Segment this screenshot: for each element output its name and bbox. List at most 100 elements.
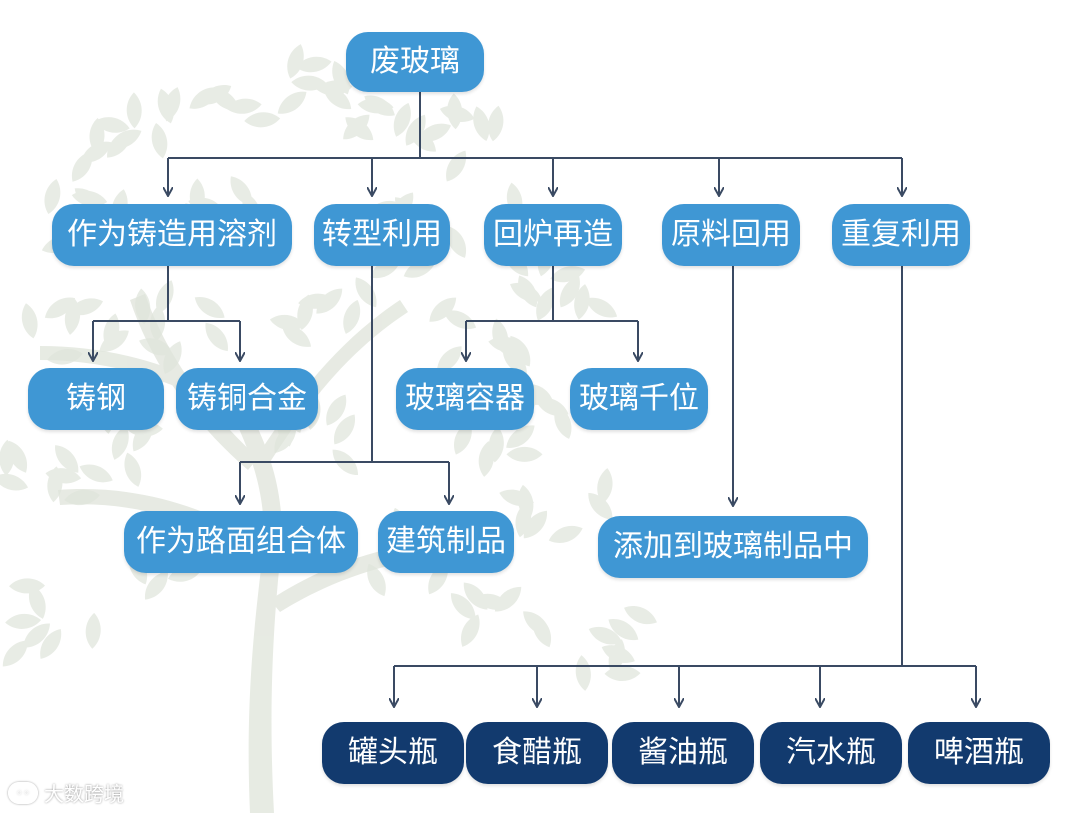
leaf-shape bbox=[559, 276, 580, 308]
node-beer-bottle: 啤酒瓶 bbox=[908, 722, 1050, 784]
leaf-shape bbox=[79, 464, 113, 483]
leaf-shape bbox=[5, 613, 42, 629]
leaf-shape bbox=[624, 606, 657, 625]
leaf-shape bbox=[439, 105, 475, 122]
leaf-shape bbox=[145, 571, 168, 600]
leaf-shape bbox=[28, 584, 46, 619]
leaf-shape bbox=[585, 297, 618, 318]
leaf-shape bbox=[135, 288, 151, 325]
node-cast-copper-alloy: 铸铜合金 bbox=[176, 368, 318, 430]
leaf-shape bbox=[151, 123, 168, 159]
leaf-shape bbox=[443, 310, 477, 329]
leaf-shape bbox=[574, 284, 590, 320]
leaf-shape bbox=[345, 117, 374, 141]
leaf-shape bbox=[23, 623, 50, 648]
leaf-shape bbox=[536, 287, 555, 321]
leaf-shape bbox=[85, 612, 101, 649]
leaf-shape bbox=[156, 280, 174, 314]
leaf-shape bbox=[417, 123, 451, 142]
leaf-shape bbox=[515, 501, 532, 538]
leaf-shape bbox=[296, 56, 332, 73]
leaf-shape bbox=[461, 614, 480, 647]
leaf-shape bbox=[81, 141, 112, 163]
node-branch-casting-flux: 作为铸造用溶剂 bbox=[52, 204, 292, 266]
leaf-shape bbox=[588, 492, 613, 520]
node-root: 废玻璃 bbox=[346, 32, 484, 92]
leaf-shape bbox=[326, 394, 347, 426]
leaf-shape bbox=[332, 61, 350, 95]
leaf-shape bbox=[9, 578, 45, 594]
leaf-shape bbox=[506, 425, 535, 448]
node-glass-container: 玻璃容器 bbox=[396, 368, 534, 430]
node-cast-steel: 铸钢 bbox=[28, 368, 164, 430]
node-soy-sauce-bottle: 酱油瓶 bbox=[612, 722, 754, 784]
leaf-shape bbox=[8, 440, 27, 473]
leaf-shape bbox=[269, 314, 306, 331]
leaf-shape bbox=[473, 106, 490, 142]
leaf-shape bbox=[94, 117, 130, 133]
leaf-shape bbox=[287, 44, 304, 79]
leaf-shape bbox=[523, 510, 547, 539]
leaf-shape bbox=[111, 425, 129, 460]
leaf-shape bbox=[608, 619, 639, 641]
leaf-shape bbox=[47, 349, 83, 365]
node-building-products: 建筑制品 bbox=[378, 511, 514, 573]
leaf-shape bbox=[44, 297, 76, 319]
leaf-shape bbox=[277, 91, 307, 114]
leaf-shape bbox=[126, 92, 142, 129]
leaf-shape bbox=[103, 313, 120, 349]
node-soda-bottle: 汽水瓶 bbox=[760, 722, 902, 784]
leaf-shape bbox=[535, 397, 569, 416]
leaf-shape bbox=[274, 423, 297, 453]
leaf-shape bbox=[44, 178, 61, 215]
leaf-shape bbox=[55, 445, 79, 473]
leaf-shape bbox=[502, 348, 527, 375]
leaf-shape bbox=[21, 303, 38, 339]
leaf-shape bbox=[244, 112, 281, 128]
leaf-shape bbox=[506, 446, 543, 462]
leaf-shape bbox=[210, 88, 240, 111]
leaf-shape bbox=[548, 525, 583, 543]
leaf-shape bbox=[194, 296, 225, 319]
leaf-shape bbox=[450, 593, 476, 620]
leaf-shape bbox=[333, 414, 356, 445]
node-glass-item: 玻璃千位 bbox=[570, 368, 708, 430]
watermark-text: 大数跨境 bbox=[44, 782, 124, 806]
leaf-shape bbox=[163, 87, 181, 122]
leaf-shape bbox=[124, 452, 142, 487]
leaf-shape bbox=[523, 611, 550, 636]
leaf-shape bbox=[64, 489, 100, 506]
leaf-shape bbox=[343, 299, 361, 334]
leaf-shape bbox=[518, 275, 538, 308]
leaf-shape bbox=[447, 226, 466, 258]
node-vinegar-bottle: 食醋瓶 bbox=[466, 722, 608, 784]
leaf-shape bbox=[488, 426, 504, 463]
leaf-shape bbox=[588, 626, 623, 645]
leaf-shape bbox=[494, 586, 522, 612]
leaf-shape bbox=[357, 98, 394, 114]
leaf-shape bbox=[139, 338, 173, 356]
leaf-shape bbox=[393, 102, 411, 137]
node-add-to-glass-products: 添加到玻璃制品中 bbox=[598, 516, 868, 578]
leaf-shape bbox=[316, 288, 343, 314]
leaf-shape bbox=[488, 336, 524, 353]
leaf-shape bbox=[437, 346, 462, 373]
leaf-shape bbox=[109, 129, 142, 149]
leaf-shape bbox=[291, 75, 328, 91]
node-road-aggregate: 作为路面组合体 bbox=[124, 511, 358, 573]
node-branch-raw-reuse: 原料回用 bbox=[662, 204, 800, 266]
leaf-shape bbox=[323, 86, 352, 110]
leaf-shape bbox=[429, 297, 457, 322]
leaf-shape bbox=[205, 322, 228, 352]
leaf-shape bbox=[0, 474, 29, 491]
leaf-shape bbox=[597, 468, 613, 504]
leaf-shape bbox=[575, 655, 591, 691]
leaf-shape bbox=[45, 468, 82, 484]
node-branch-repeat-use: 重复利用 bbox=[832, 204, 970, 266]
leaf-shape bbox=[150, 305, 166, 342]
node-can-jar: 罐头瓶 bbox=[322, 722, 464, 784]
leaf-shape bbox=[281, 325, 312, 347]
node-branch-remelt: 回炉再造 bbox=[484, 204, 622, 266]
ellipse-logo-icon: ◦◦ bbox=[8, 781, 38, 804]
